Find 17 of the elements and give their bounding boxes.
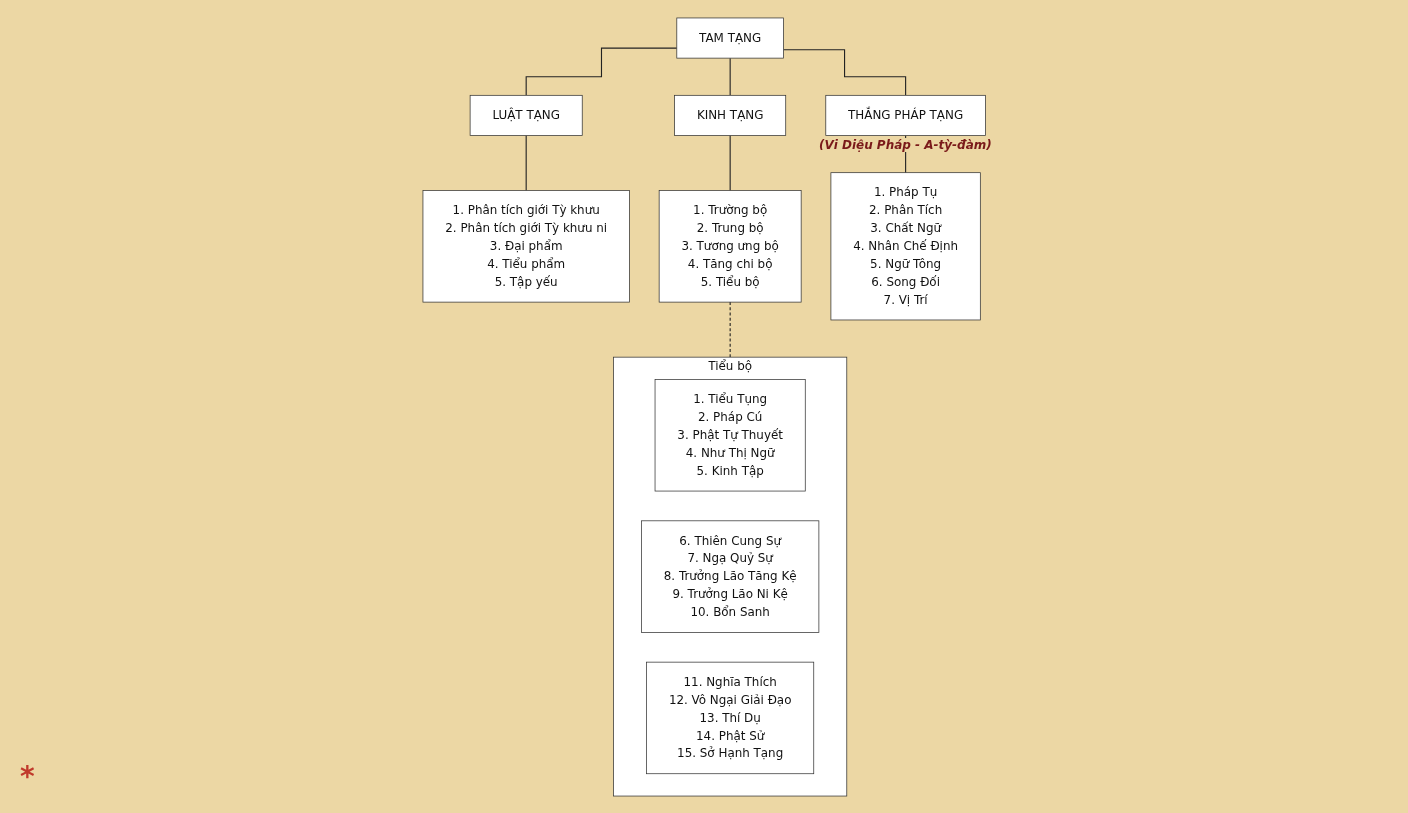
connector (782, 48, 906, 96)
connector (525, 134, 527, 191)
node-box: 1. Trường bộ 2. Trung bộ 3. Tương ưng bộ 4. Tăng chi bộ 5. Tiểu bộ (658, 189, 802, 302)
node-box: 11. Nghĩa Thích 12. Vô Ngại Giải Đạo 13. Thí Dụ 14. Phật Sử 15. Sở Hạnh Tạng (646, 661, 814, 774)
node-box: THẮNG PHÁP TẠNG (825, 94, 986, 136)
asterisk-mark: * (20, 760, 35, 793)
connector (729, 57, 731, 96)
connector (525, 47, 678, 96)
node-box: 1. Phân tích giới Tỳ khưu 2. Phân tích giới Tỳ khưu ni 3. Đại phẩm 4. Tiểu phẩm 5. Tập yếu (422, 189, 630, 302)
connector (729, 301, 731, 358)
node-box: 1. Tiểu Tụng 2. Pháp Cú 3. Phật Tự Thuyết 4. Như Thị Ngữ 5. Kinh Tập (654, 378, 806, 491)
node-box: 6. Thiên Cung Sự 7. Ngạ Quỷ Sự 8. Trưởng Lão Tăng Kệ 9. Trưởng Lão Ni Kệ 10. Bổn Sanh (640, 519, 820, 633)
node-box: KINH TẠNG (674, 94, 786, 136)
connector (729, 134, 731, 191)
node-box: TAM TẠNG (676, 17, 784, 58)
node-box: 1. Pháp Tụ 2. Phân Tích 3. Chất Ngữ 4. Nhân Chế Định 5. Ngữ Tông 6. Song Đối 7. Vị Trí (830, 171, 981, 320)
node-box: LUẬT TẠNG (469, 94, 583, 136)
